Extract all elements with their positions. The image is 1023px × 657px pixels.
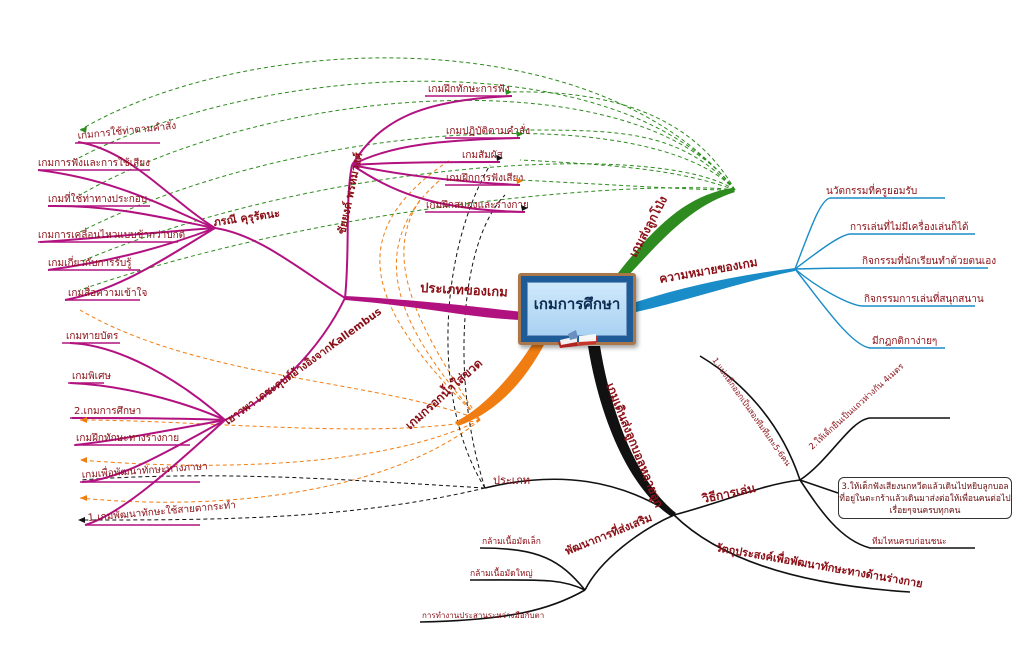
author2-name: ชัยยงค์ พรหมวงศ์: [335, 151, 365, 236]
author1-item: เกมสื่อความเข้าใจ: [68, 285, 147, 299]
meaning-item: กิจกรรมที่นักเรียนทำด้วยตนเอง: [862, 253, 996, 267]
author3-item: 2.เกมการศึกษา: [74, 405, 141, 417]
author2-item: เกมฝึกการฟังเสียง: [446, 172, 523, 184]
book-icon: [556, 326, 600, 348]
author3-item: เกมทายบัตร: [66, 331, 119, 342]
types-title: ประเภทของเกม: [420, 281, 508, 301]
author2-item: เกมฝึกทักษะการฟัง: [428, 83, 510, 95]
meaning-item: มีกฎกติกาง่ายๆ: [872, 335, 937, 347]
bottom-title: เกมเดินส่งลูกบอลหลายลูก: [602, 381, 666, 510]
blue-subtree: [795, 198, 988, 348]
category-title: ประเภท: [493, 474, 530, 487]
develop-item: กล้ามเนื้อมัดเล็ก: [482, 535, 541, 547]
howto-item: 2.ให้เด็กยืนเป็นแถวห่างกัน 4เมตร: [806, 360, 906, 452]
howto-step3-note: 3.ให้เด็กฟังเสียงนกหวีดแล้วเดินไปหยิบลูก…: [838, 477, 1012, 519]
author1-item: เกมการฟังและการใช้เสียง: [38, 157, 150, 169]
center-title: เกมการศึกษา: [521, 292, 633, 316]
meaning-item: นวัตกรรมที่ครูยอมรับ: [826, 183, 917, 197]
author1-item: เกมการใช้ท่าตามคำสั่ง: [77, 118, 177, 142]
author1-item: เกมการเคลื่อนไหวแบบช้ากว่าปกติ: [38, 227, 185, 241]
purpose-title: วัตถุประสงค์เพื่อพัฒนาทักษะทางด้านร่างกา…: [714, 539, 924, 591]
develop-item: กล้ามเนื้อมัดใหญ่: [470, 567, 533, 579]
develop-item: การทำงานประสานระหว่างมือกับตา: [422, 611, 544, 620]
catch-title: เกมกรอกน้ำใส่ขวด: [401, 354, 486, 433]
meaning-item: การเล่นที่ไม่มีเครื่องเล่นก็ได้: [850, 219, 969, 233]
author1-item: เกมเกี่ยวกับการรับรู้: [48, 255, 132, 269]
howto-item: 1.แบ่งเด็กออกเป็นสองทีมทีมละ5-6คน: [710, 355, 793, 468]
main-branches: [345, 188, 795, 517]
branch-titles: ประเภทของเกม เกมส่งลูกโป่ง ความหมายของเก…: [213, 151, 924, 592]
howto-title: วิธีการเล่น: [700, 481, 757, 506]
author2-item: เกมฝึกสมองและร่างกาย: [426, 199, 529, 211]
author1-name: ภรณี คุรุรัตนะ: [213, 207, 281, 230]
howto-item: ทีมไหนครบก่อนชนะ: [872, 536, 947, 547]
author1-item: เกมที่ใช้ท่าทางประกอบ: [48, 191, 147, 205]
meaning-item: กิจกรรมการเล่นที่สนุกสนาน: [864, 291, 984, 305]
author3-item: เกมฝึกทักษะทางร่างกาย: [76, 432, 179, 444]
author3-item: เกมพิเศษ: [72, 371, 111, 382]
author3-name: เยาวพา เดชะคุปต์อ้างอิงจากKallembus: [222, 305, 384, 428]
